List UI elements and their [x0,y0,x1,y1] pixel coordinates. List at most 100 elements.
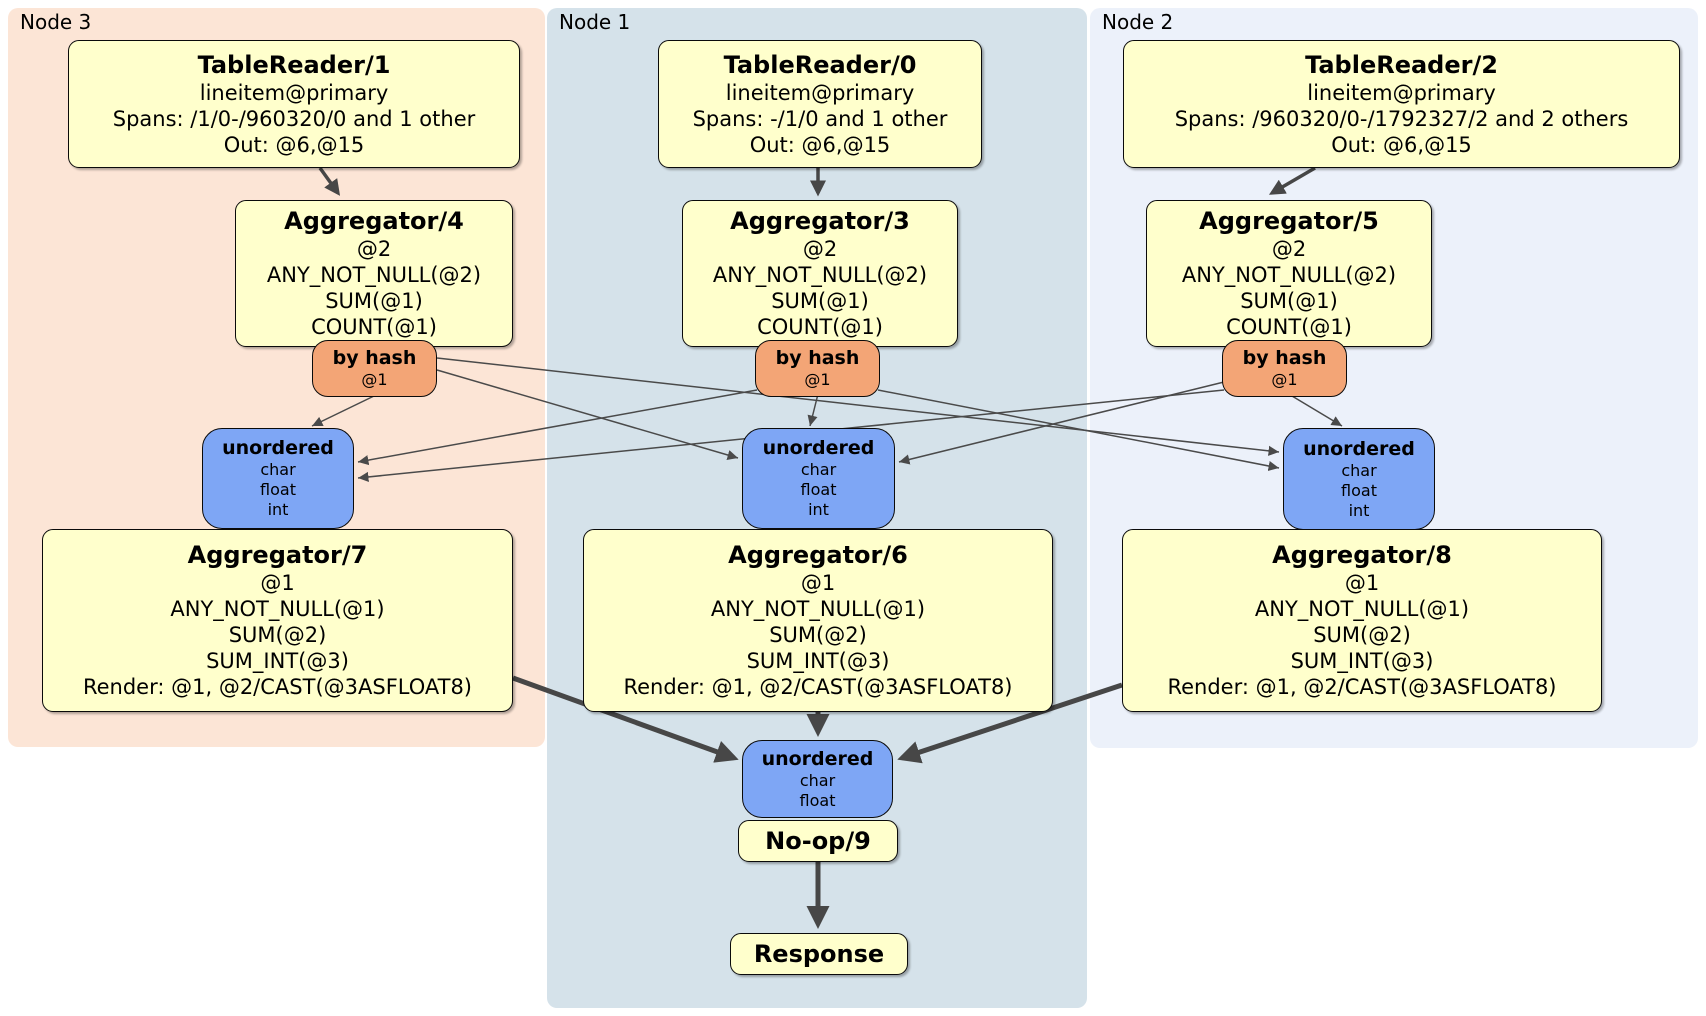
sync-unordered-node3: unordered char float int [202,428,354,529]
processor-line: SUM(@1) [325,289,423,313]
processor-noop-9: No-op/9 [738,820,898,862]
edge-hash2-un2 [1291,395,1343,427]
processor-line: ANY_NOT_NULL(@1) [710,597,926,621]
processor-line: ANY_NOT_NULL(@2) [1181,263,1397,287]
processor-line: SUM(@1) [1240,289,1338,313]
sync-line: float [800,480,837,499]
sync-line: int [267,500,289,519]
sync-line: char [260,460,296,479]
processor-title: Aggregator/4 [284,207,464,235]
edge-agg7-unfinal [512,675,739,763]
sync-unordered-node1: unordered char float int [742,428,895,529]
sync-line: char [800,460,837,479]
router-title: by hash [332,347,417,369]
sync-unordered-node2: unordered char float int [1283,428,1435,530]
sync-title: unordered [1303,437,1415,460]
processor-aggregator-6: Aggregator/6 @1 ANY_NOT_NULL(@1) SUM(@2)… [583,529,1053,712]
edge-hash1-un3 [357,389,758,466]
processor-line: SUM(@2) [1313,623,1411,647]
sync-line: char [799,770,836,790]
processor-line: ANY_NOT_NULL(@1) [170,597,385,621]
processor-line: COUNT(@1) [757,315,883,339]
processor-line: Render: @1, @2/CAST(@3ASFLOAT8) [1167,675,1557,699]
router-by-hash-node3: by hash @1 [312,340,437,397]
processor-line: SUM(@2) [769,623,867,647]
processor-line: Out: @6,@15 [1331,132,1472,157]
processor-line: Spans: /1/0-/960320/0 and 1 other [112,106,476,131]
processor-title: TableReader/2 [1305,50,1498,79]
router-title: by hash [1242,347,1327,369]
region-node2-label: Node 2 [1102,10,1174,34]
router-title: by hash [775,347,860,369]
router-line: @1 [361,370,388,389]
edge-hash3-un3 [311,395,375,427]
processor-line: @1 [260,571,295,595]
sync-line: char [1341,460,1377,480]
processor-title: TableReader/1 [197,50,391,79]
router-by-hash-node1: by hash @1 [755,340,880,397]
processor-line: @1 [800,571,836,595]
processor-line: Spans: /960320/0-/1792327/2 and 2 others [1174,106,1629,131]
processor-line: SUM(@1) [771,289,869,313]
region-node1-label: Node 1 [559,10,631,34]
processor-line: COUNT(@1) [311,315,437,339]
processor-title: Aggregator/8 [1272,541,1452,569]
processor-line: lineitem@primary [725,80,915,105]
processor-title: Aggregator/7 [187,541,368,569]
processor-line: @2 [1271,237,1307,261]
edge-hash3-un2 [436,357,1280,456]
processor-line: lineitem@primary [199,80,389,105]
processor-line: ANY_NOT_NULL(@2) [712,263,928,287]
processor-tablereader-2: TableReader/2 lineitem@primary Spans: /9… [1123,40,1680,168]
processor-aggregator-4: Aggregator/4 @2 ANY_NOT_NULL(@2) SUM(@1)… [235,200,513,347]
edge-hash3-un1 [436,369,739,460]
sync-line: int [1348,500,1370,520]
processor-line: SUM(@2) [228,623,327,647]
processor-aggregator-5: Aggregator/5 @2 ANY_NOT_NULL(@2) SUM(@1)… [1146,200,1432,347]
processor-title: No-op/9 [765,826,871,855]
edge-tr1-agg4 [318,166,341,196]
edge-hash1-un2 [877,389,1280,472]
processor-line: Out: @6,@15 [223,132,365,157]
processor-line: Render: @1, @2/CAST(@3ASFLOAT8) [82,675,473,699]
processor-title: TableReader/0 [723,50,917,79]
edge-agg8-unfinal [897,682,1123,764]
processor-tablereader-0: TableReader/0 lineitem@primary Spans: -/… [658,40,982,168]
sync-line: float [260,480,296,499]
sync-title: unordered [761,747,874,770]
sync-title: unordered [222,437,334,459]
processor-line: SUM_INT(@3) [206,649,349,673]
router-by-hash-node2: by hash @1 [1222,340,1347,397]
processor-aggregator-7: Aggregator/7 @1 ANY_NOT_NULL(@1) SUM(@2)… [42,529,513,712]
processor-title: Aggregator/3 [730,207,910,235]
processor-line: @2 [802,237,838,261]
processor-line: COUNT(@1) [1226,315,1352,339]
processor-line: SUM_INT(@3) [746,649,890,673]
edge-tr2-agg5 [1268,166,1316,195]
sync-unordered-final: unordered char float [742,740,893,818]
region-node3-label: Node 3 [20,10,92,34]
processor-line: ANY_NOT_NULL(@1) [1254,597,1470,621]
router-line: @1 [1271,370,1298,389]
sync-title: unordered [762,437,875,459]
edge-hash1-un1 [807,393,819,427]
sync-line: int [808,500,829,519]
processor-title: Aggregator/6 [728,541,908,569]
processor-line: lineitem@primary [1307,80,1496,105]
processor-line: Render: @1, @2/CAST(@3ASFLOAT8) [623,675,1013,699]
sync-line: float [799,790,836,810]
processor-tablereader-1: TableReader/1 lineitem@primary Spans: /1… [68,40,520,168]
processor-line: SUM_INT(@3) [1290,649,1434,673]
edge-hash2-un1 [898,381,1225,465]
sync-line: float [1341,480,1377,500]
processor-title: Aggregator/5 [1199,207,1379,235]
router-line: @1 [804,370,831,389]
processor-title: Response [753,939,885,968]
processor-line: @2 [356,237,392,261]
processor-line: Out: @6,@15 [749,132,891,157]
processor-aggregator-3: Aggregator/3 @2 ANY_NOT_NULL(@2) SUM(@1)… [682,200,958,347]
processor-line: ANY_NOT_NULL(@2) [266,263,482,287]
processor-aggregator-8: Aggregator/8 @1 ANY_NOT_NULL(@1) SUM(@2)… [1122,529,1602,712]
processor-response: Response [730,933,908,975]
